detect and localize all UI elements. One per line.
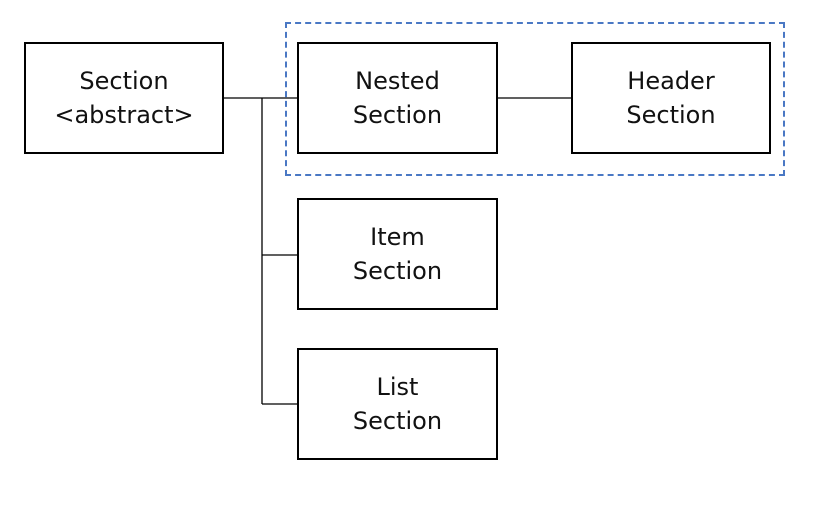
node-label-line1: Header <box>627 67 715 95</box>
node-label-line1: Section <box>79 67 169 95</box>
section-abstract-node: Section <abstract> <box>24 42 224 154</box>
node-label-line2: Section <box>352 101 443 129</box>
header-section-node: Header Section <box>571 42 771 154</box>
node-label-line2: <abstract> <box>54 101 194 129</box>
node-label-line2: Section <box>352 257 443 285</box>
item-section-node: Item Section <box>297 198 498 310</box>
node-label-line2: Section <box>352 407 443 435</box>
node-label-line2: Section <box>626 101 716 129</box>
list-section-node: List Section <box>297 348 498 460</box>
nested-header-group-outline <box>285 22 785 176</box>
node-label-line1: Nested <box>355 67 440 95</box>
node-label-line1: Item <box>370 223 425 251</box>
node-label-line1: List <box>376 373 419 401</box>
nested-section-node: Nested Section <box>297 42 498 154</box>
